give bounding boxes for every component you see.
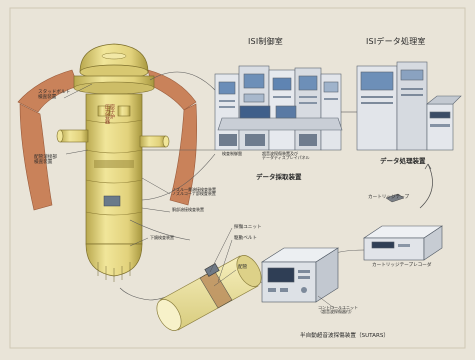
tape-flow-arrows	[419, 163, 433, 209]
stud-bolt-label: スタッドボルト 検査装置	[38, 90, 71, 100]
drive-belt-label: 駆動ベルト	[234, 236, 257, 241]
signal-cables	[129, 71, 216, 241]
cartridge-tape	[385, 193, 405, 203]
sutars-caption: 半自動超音波探傷装置（SUTARS）	[300, 333, 390, 339]
control-room-equipment	[214, 65, 343, 151]
control-room-heading: ISI制御室	[248, 37, 283, 46]
page-frame	[9, 7, 466, 349]
equipment-panel-label: 検査制御盤	[222, 151, 242, 156]
cartridge-tape-recorder	[363, 225, 443, 261]
pipe-weld-label: 配管溶接部 検査装置	[34, 155, 57, 165]
control-unit-label: コントロールユニット （超音波探傷器付）	[318, 305, 358, 314]
ultrasonic-panel-label: 超音波探傷装置及び データディスプレイパネル	[262, 151, 310, 160]
shell-weld-label: 胴部溶接検査装置	[172, 207, 204, 212]
lower-head-label: 下鏡検査装置	[150, 235, 174, 240]
data-processing-equipment	[356, 61, 462, 151]
leader-lines	[63, 83, 335, 309]
sutars-control-unit	[260, 247, 340, 303]
data-room-heading: ISIデータ処理室	[366, 37, 426, 46]
data-collection-caption: データ採取装置	[256, 173, 302, 181]
reactor-pressure-vessel	[56, 43, 170, 282]
cartridge-recorder-label: カートリッジテープレコーダ	[372, 263, 432, 268]
piping-label: 配管	[238, 265, 248, 270]
data-processing-caption: データ処理装置	[380, 157, 426, 165]
nozzle-inspection-label: ノズル一貫溶接検査装置 ノズルコーナ部検査装置	[172, 187, 216, 196]
probe-unit-label: 探傷ユニット	[234, 225, 262, 230]
cartridge-tape-label: カートリッジテープ	[368, 195, 410, 200]
pressure-vessel-label: 原子炉 圧力容器	[104, 104, 115, 124]
probe-unit-on-pipe	[199, 263, 233, 309]
